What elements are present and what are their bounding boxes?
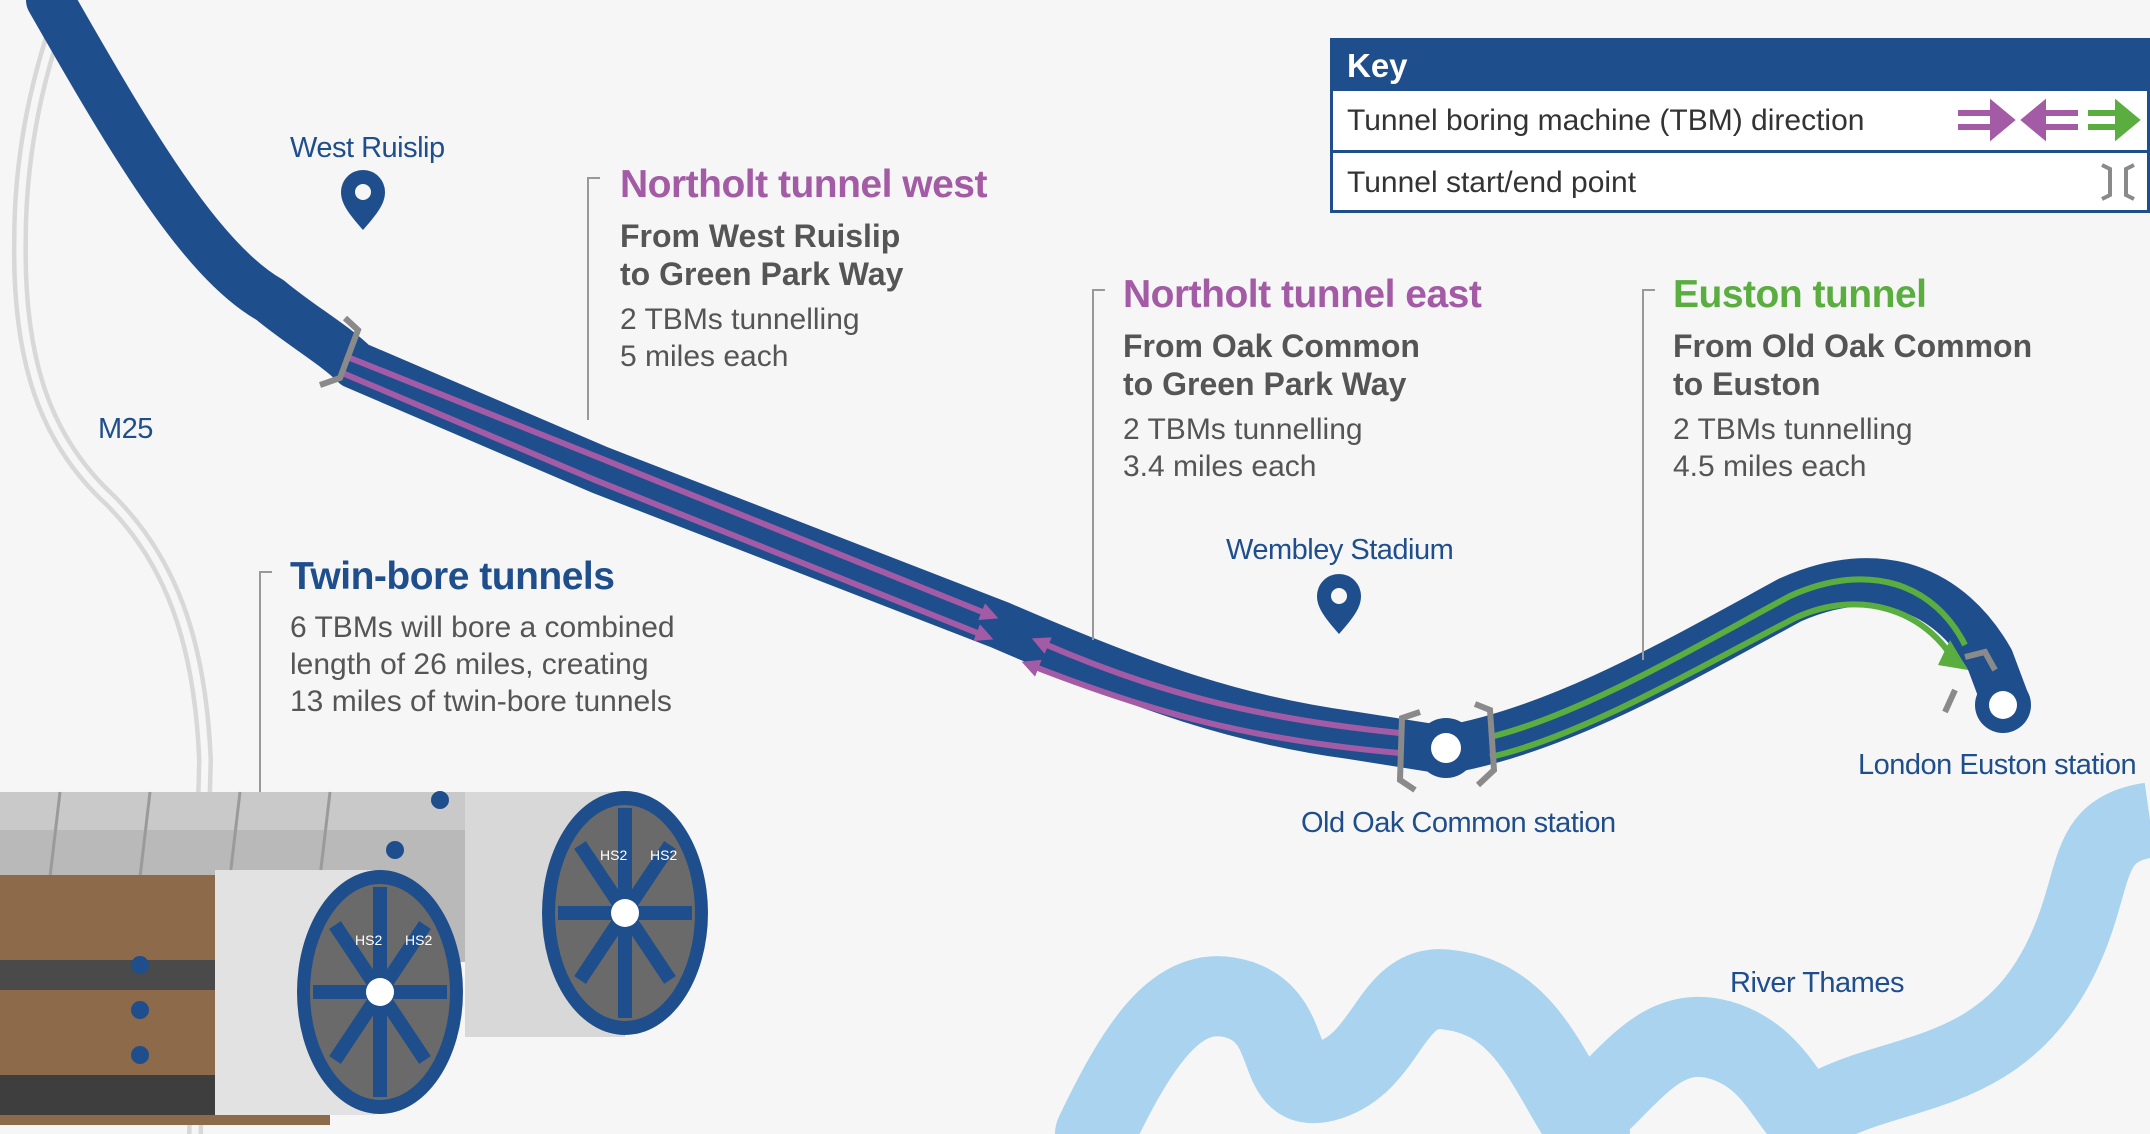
euston-tunnel-title: Euston tunnel bbox=[1673, 273, 1927, 316]
euston-station-marker bbox=[1975, 677, 2031, 733]
twin-bore-callout: Twin-bore tunnels 6 TBMs will bore a com… bbox=[290, 555, 675, 720]
northolt-east-route-1: From Oak Common bbox=[1123, 328, 1420, 364]
euston-tunnel-route-1: From Old Oak Common bbox=[1673, 328, 2033, 364]
northolt-west-callout: Northolt tunnel west From West Ruislip t… bbox=[620, 163, 987, 375]
euston-tunnel-callout: Euston tunnel From Old Oak Common to Eus… bbox=[1673, 273, 2032, 485]
river-thames-label: River Thames bbox=[1730, 967, 1904, 999]
tunnel-bracket-old-oak bbox=[1396, 701, 1498, 793]
twin-bore-line-3: 13 miles of twin-bore tunnels bbox=[290, 685, 672, 718]
twin-bore-line-2: length of 26 miles, creating bbox=[290, 648, 649, 681]
northolt-west-tbms: 2 TBMs tunnelling bbox=[620, 303, 860, 336]
cutterhead-logo: HS2 bbox=[650, 847, 677, 863]
key-row-endpoint: Tunnel start/end point bbox=[1333, 150, 2147, 212]
euston-tunnel-route-2: to Euston bbox=[1673, 366, 1821, 402]
twin-bore-title: Twin-bore tunnels bbox=[290, 555, 615, 598]
m25-label: M25 bbox=[98, 413, 153, 445]
northolt-east-length: 3.4 miles each bbox=[1123, 450, 1317, 483]
northolt-west-length: 5 miles each bbox=[620, 340, 789, 373]
northolt-east-route-2: to Green Park Way bbox=[1123, 366, 1407, 402]
river-thames-water bbox=[1055, 782, 2150, 1134]
route-band bbox=[26, 0, 2029, 774]
northolt-east-callout: Northolt tunnel east From Oak Common to … bbox=[1123, 273, 1482, 485]
northolt-west-bores bbox=[338, 353, 999, 642]
northolt-east-bores bbox=[1021, 637, 1401, 756]
northolt-east-title: Northolt tunnel east bbox=[1123, 273, 1482, 316]
map-key: Key Tunnel boring machine (TBM) directio… bbox=[1330, 38, 2150, 213]
euston-tunnel-length: 4.5 miles each bbox=[1673, 450, 1867, 483]
key-heading: Key bbox=[1333, 41, 2147, 91]
tunnel-endpoint-bracket-icon bbox=[2101, 163, 2135, 201]
tunnel-bracket-euston bbox=[1942, 648, 1998, 714]
cutterhead-logo: HS2 bbox=[600, 847, 627, 863]
northolt-east-tbms: 2 TBMs tunnelling bbox=[1123, 413, 1363, 446]
tbm-direction-arrows-icon bbox=[1958, 98, 2141, 142]
northolt-west-title: Northolt tunnel west bbox=[620, 163, 987, 206]
west-ruislip-label: West Ruislip bbox=[290, 132, 445, 164]
cutterhead-logo: HS2 bbox=[355, 932, 382, 948]
wembley-stadium-pin-icon bbox=[1317, 574, 1361, 634]
west-ruislip-pin-icon bbox=[341, 170, 385, 230]
key-endpoint-label: Tunnel start/end point bbox=[1347, 166, 1637, 199]
northolt-west-route-2: to Green Park Way bbox=[620, 256, 904, 292]
m25-road bbox=[11, 0, 214, 1134]
tunnel-bracket-west-ruislip bbox=[319, 315, 362, 388]
wembley-stadium-label: Wembley Stadium bbox=[1226, 534, 1454, 566]
key-row-direction: Tunnel boring machine (TBM) direction bbox=[1333, 91, 2147, 150]
northolt-west-route-1: From West Ruislip bbox=[620, 218, 901, 254]
euston-tunnel-tbms: 2 TBMs tunnelling bbox=[1673, 413, 1913, 446]
callout-leaders bbox=[259, 177, 1655, 795]
key-direction-label: Tunnel boring machine (TBM) direction bbox=[1347, 104, 1865, 137]
old-oak-common-station-marker bbox=[1416, 718, 1476, 778]
euston-station-label: London Euston station bbox=[1858, 749, 2137, 781]
twin-bore-line-1: 6 TBMs will bore a combined bbox=[290, 611, 675, 644]
old-oak-common-label: Old Oak Common station bbox=[1301, 807, 1616, 839]
euston-bores bbox=[1489, 576, 1968, 760]
tbm-illustration: HS2 HS2 HS2 HS2 bbox=[0, 791, 708, 1125]
cutterhead-logo: HS2 bbox=[405, 932, 432, 948]
